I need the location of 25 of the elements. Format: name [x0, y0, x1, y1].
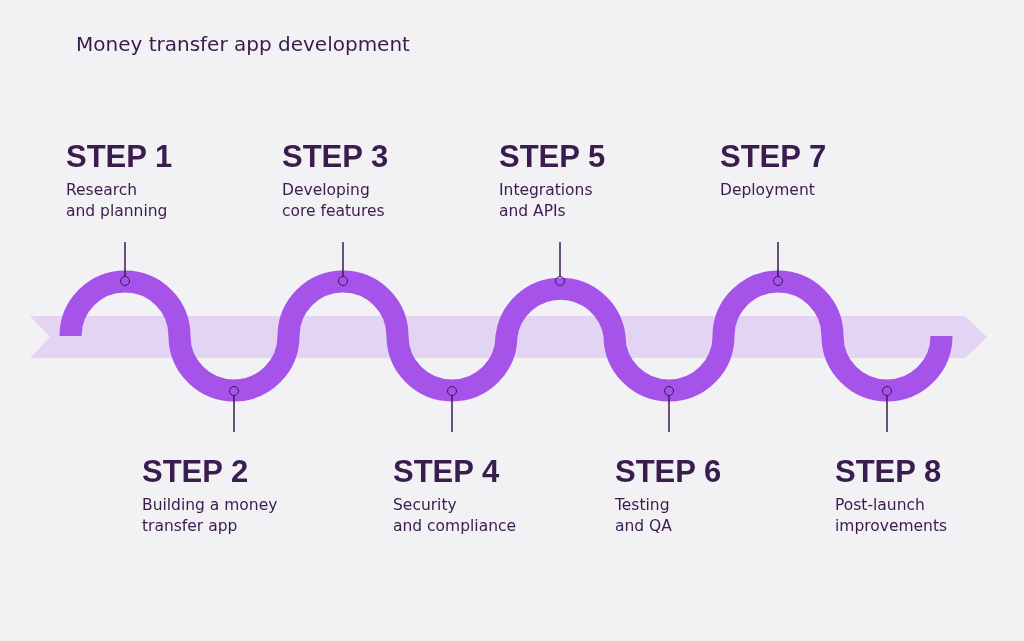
- step-heading: STEP 1: [66, 140, 174, 174]
- step-heading: STEP 5: [499, 140, 607, 174]
- leader-line: [124, 241, 126, 277]
- step-description: Testing and QA: [615, 495, 672, 537]
- leader-line: [886, 395, 888, 433]
- leader-line: [342, 241, 344, 277]
- step-description: Post-launch improvements: [835, 495, 948, 537]
- step-description: Research and planning: [66, 180, 168, 222]
- step-heading: STEP 3: [282, 140, 390, 174]
- step-heading: STEP 4: [393, 455, 501, 489]
- leader-line: [668, 395, 670, 433]
- leader-line: [233, 395, 235, 433]
- step-description: Building a money transfer app: [142, 495, 278, 537]
- leader-line: [777, 241, 779, 277]
- step-description: Integrations and APIs: [499, 180, 593, 222]
- step-heading: STEP 6: [615, 455, 723, 489]
- step-description: Security and compliance: [393, 495, 517, 537]
- leader-line: [451, 395, 453, 433]
- leader-line: [559, 241, 561, 277]
- step-heading: STEP 7: [720, 140, 828, 174]
- step-heading: STEP 2: [142, 455, 250, 489]
- title: Money transfer app development: [76, 32, 410, 56]
- step-heading: STEP 8: [835, 455, 943, 489]
- step-description: Developing core features: [282, 180, 385, 222]
- step-description: Deployment: [720, 180, 815, 201]
